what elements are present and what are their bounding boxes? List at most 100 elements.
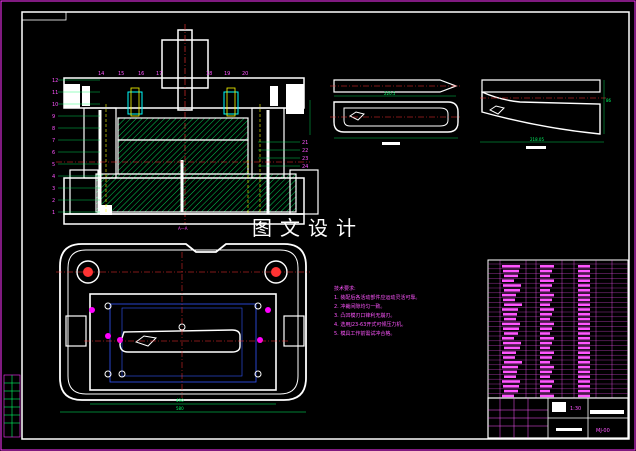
part-number: 8 <box>52 126 55 132</box>
part-number: 22 <box>302 148 308 154</box>
part-number: 14 <box>98 71 104 77</box>
part-number: 6 <box>52 150 55 156</box>
part-number: 19 <box>224 71 230 77</box>
technical-notes: 技术要求: 1. 装配后各活动部件应运动灵活可靠。 2. 冲裁间隙均匀一致。 3… <box>334 285 420 337</box>
table-cell-text <box>503 327 519 330</box>
table-cell-text <box>578 269 590 273</box>
table-cell-text <box>578 313 590 316</box>
table-cell-text <box>540 313 552 316</box>
table-cell-text <box>503 370 517 374</box>
table-cell-text <box>540 317 550 321</box>
part-dimension-labels: 220.5 218.05 86 <box>384 91 612 142</box>
table-cell-text <box>578 298 590 302</box>
revision-strip <box>3 374 21 438</box>
table-cell-text <box>578 380 590 383</box>
part-number: 24 <box>302 164 308 170</box>
table-cell-text <box>502 365 518 369</box>
table-cell-text <box>502 337 514 340</box>
table-cell-text <box>502 322 520 326</box>
table-cell-text <box>578 274 590 278</box>
table-cell-text <box>502 308 518 311</box>
table-cell-text <box>540 346 550 350</box>
table-cell-text <box>578 332 590 335</box>
dimension-label: 580 <box>176 406 184 411</box>
table-cell-text <box>502 279 514 282</box>
note-item: 5. 模具工作前需试冲合格。 <box>334 330 395 337</box>
table-cell-text <box>504 346 520 350</box>
parts-list <box>487 259 629 399</box>
table-cell-text <box>578 389 590 393</box>
table-cell-text <box>578 394 590 398</box>
table-cell-text <box>504 303 522 306</box>
note-item: 1. 装配后各活动部件应运动灵活可靠。 <box>334 294 420 301</box>
part-number: 2 <box>52 198 55 204</box>
table-cell-text <box>578 327 590 330</box>
table-cell-text <box>578 341 590 345</box>
table-cell-text <box>540 279 554 282</box>
part-side-view <box>480 79 606 149</box>
table-cell-text <box>540 337 554 340</box>
table-cell-text <box>578 284 590 287</box>
table-cell-text <box>578 317 590 321</box>
table-cell-text <box>503 284 521 287</box>
note-item: 3. 凸凹模刃口锋利无崩刃。 <box>334 312 395 319</box>
part-number: 4 <box>52 174 55 180</box>
table-cell-text <box>540 341 552 345</box>
section-label: A—A <box>178 226 188 231</box>
table-cell-text <box>540 389 550 393</box>
table-cell-text <box>503 313 517 316</box>
table-cell-text <box>504 332 518 335</box>
part-number: 23 <box>302 156 308 162</box>
table-cell-text <box>578 375 590 378</box>
table-cell-text <box>578 289 590 292</box>
title-block: 1:30 MJ-00 <box>487 397 629 439</box>
plan-view <box>56 243 310 413</box>
table-cell-text <box>578 346 590 350</box>
watermark: 图文设计 <box>252 216 364 240</box>
table-cell-text <box>504 274 518 278</box>
table-cell-text <box>503 356 515 359</box>
table-cell-text <box>540 365 554 369</box>
part-number: 9 <box>52 114 55 120</box>
table-cell-text <box>502 351 516 354</box>
part-numbers-left: 12 11 10 9 8 7 6 5 4 3 2 1 <box>52 78 58 216</box>
table-cell-text <box>502 394 514 398</box>
table-cell-text <box>578 361 590 364</box>
section-view <box>56 24 319 225</box>
part-front-view <box>309 100 462 145</box>
table-cell-text <box>540 361 550 364</box>
table-cell-text <box>540 351 554 354</box>
scale-label: 1:30 <box>570 406 581 412</box>
inner-border <box>21 11 630 440</box>
part-number: 21 <box>302 140 308 146</box>
table-cell-text <box>540 265 554 268</box>
table-cell-text <box>578 293 590 297</box>
table-cell-text <box>540 327 552 330</box>
corner-title-box <box>21 11 67 21</box>
table-cell-text <box>540 322 554 326</box>
table-cell-text <box>504 389 518 393</box>
table-cell-text <box>540 293 554 297</box>
table-cell-text <box>540 394 554 398</box>
table-cell-text <box>578 308 590 311</box>
table-cell-text <box>578 351 590 354</box>
table-cell-text <box>503 385 519 388</box>
dimension-label: 86 <box>606 98 612 103</box>
table-cell-text <box>540 303 550 306</box>
table-cell-text <box>503 298 515 302</box>
drawing-number: MJ-00 <box>596 428 610 434</box>
table-cell-text <box>578 303 590 306</box>
table-cell-text <box>502 293 516 297</box>
table-cell-text <box>540 356 552 359</box>
table-cell-text <box>502 265 520 268</box>
table-cell-text <box>540 385 552 388</box>
table-cell-text <box>504 317 516 321</box>
dimension-label: 220.5 <box>384 91 396 96</box>
notes-title: 技术要求: <box>334 285 356 292</box>
table-cell-text <box>540 370 552 374</box>
part-number: 5 <box>52 162 55 168</box>
table-cell-text <box>578 322 590 326</box>
table-cell-text <box>504 361 522 364</box>
table-cell-text <box>504 289 520 292</box>
